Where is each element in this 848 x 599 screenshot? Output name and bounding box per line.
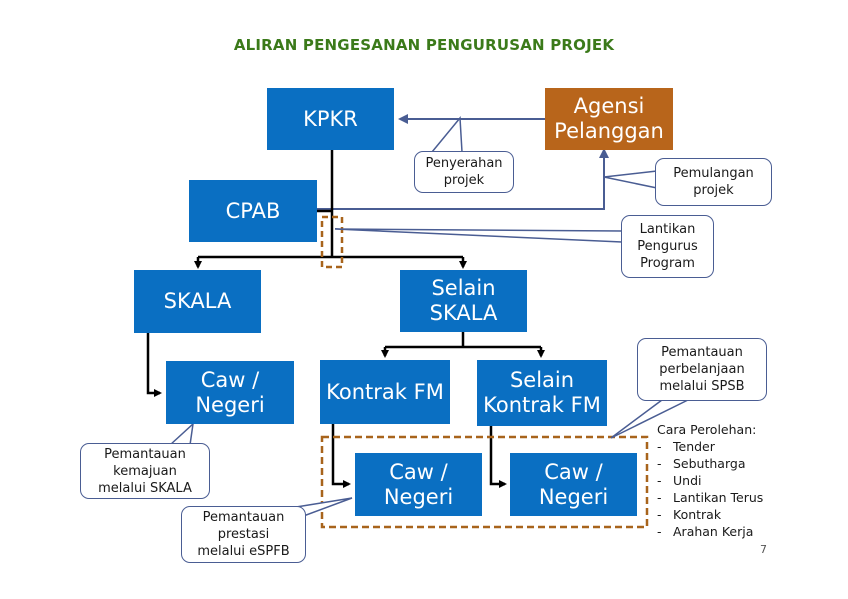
caw-negeri-selain-kontrak-fm-box: Caw / Negeri: [510, 453, 637, 516]
caw-negeri-skala-box: Caw / Negeri: [166, 361, 294, 424]
method-item: Tender: [657, 438, 763, 455]
penyerahan-callout: Penyerahan projek: [414, 151, 514, 193]
kpkr-box: KPKR: [267, 88, 394, 150]
page-number: 7: [760, 543, 767, 556]
procurement-methods-list: Tender Sebutharga Undi Lantikan Terus Ko…: [657, 438, 763, 540]
pemantauan-spsb-callout: Pemantauan perbelanjaan melalui SPSB: [637, 338, 767, 401]
kontrak-fm-box: Kontrak FM: [320, 360, 450, 424]
method-item: Arahan Kerja: [657, 523, 763, 540]
cpab-box: CPAB: [189, 180, 317, 242]
caw-negeri-kontrak-fm-box: Caw / Negeri: [355, 453, 482, 516]
procurement-methods: Cara Perolehan: Tender Sebutharga Undi L…: [657, 421, 763, 540]
return-arrow: [317, 148, 609, 210]
method-item: Lantikan Terus: [657, 489, 763, 506]
skala-box: SKALA: [134, 270, 261, 333]
selain-kontrak-fm-box: Selain Kontrak FM: [477, 360, 607, 426]
selain-skala-box: Selain SKALA: [400, 270, 527, 332]
agensi-pelanggan-box: Agensi Pelanggan: [545, 88, 673, 150]
procurement-methods-heading: Cara Perolehan:: [657, 422, 757, 437]
method-item: Kontrak: [657, 506, 763, 523]
method-item: Sebutharga: [657, 455, 763, 472]
lantikan-callout: Lantikan Pengurus Program: [621, 215, 714, 278]
appointment-highlight: [320, 215, 344, 269]
pemantauan-espfb-callout: Pemantauan prestasi melalui eSPFB: [181, 506, 306, 563]
procurement-highlight: [320, 435, 649, 529]
pemulangan-callout: Pemulangan projek: [655, 158, 772, 206]
pemantauan-skala-callout: Pemantauan kemajuan melalui SKALA: [80, 443, 210, 499]
page-title: ALIRAN PENGESANAN PENGURUSAN PROJEK: [233, 36, 615, 54]
method-item: Undi: [657, 472, 763, 489]
